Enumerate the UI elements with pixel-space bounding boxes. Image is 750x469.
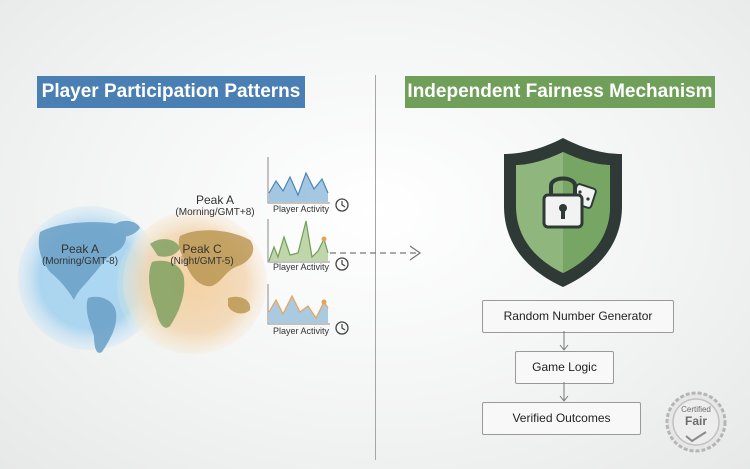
activity-chart-1 xyxy=(267,157,349,212)
peak-name: Peak A xyxy=(60,242,100,256)
asia-landmass xyxy=(178,230,254,314)
rng-box: Random Number Generator xyxy=(482,300,674,333)
clock-icon xyxy=(335,321,349,335)
badge-line1: Certified xyxy=(681,405,711,414)
peak-name: Peak A xyxy=(195,193,235,207)
player-participation-header: Player Participation Patterns xyxy=(37,76,305,108)
clock-icon xyxy=(335,257,349,271)
activity-label: Player Activity xyxy=(273,326,330,336)
americas-landmass xyxy=(38,220,140,353)
activity-chart-2 xyxy=(267,219,349,271)
game-logic-box: Game Logic xyxy=(515,351,614,384)
europe-africa-landmass xyxy=(149,239,185,328)
peak-name: Peak C xyxy=(182,242,222,256)
activity-label: Player Activity xyxy=(273,204,330,214)
peak-timezone: (Morning/GMT+8) xyxy=(175,207,255,218)
activity-label: Player Activity xyxy=(273,262,330,272)
peak-label-europe: Peak C (Night/GMT-5) xyxy=(152,242,252,267)
peak-timezone: (Night/GMT-5) xyxy=(170,256,234,267)
verified-outcomes-box: Verified Outcomes xyxy=(482,402,641,435)
activity-chart-3 xyxy=(267,284,349,335)
section-divider xyxy=(375,75,376,460)
peak-label-americas: Peak A (Morning/GMT-8) xyxy=(30,242,130,267)
peak-timezone: (Morning/GMT-8) xyxy=(41,256,119,267)
badge-line2: Fair xyxy=(684,414,707,428)
peak-label-asia: Peak A (Morning/GMT+8) xyxy=(165,193,265,218)
clock-icon xyxy=(335,198,349,212)
fairness-mechanism-header: Independent Fairness Mechanism xyxy=(405,76,715,108)
